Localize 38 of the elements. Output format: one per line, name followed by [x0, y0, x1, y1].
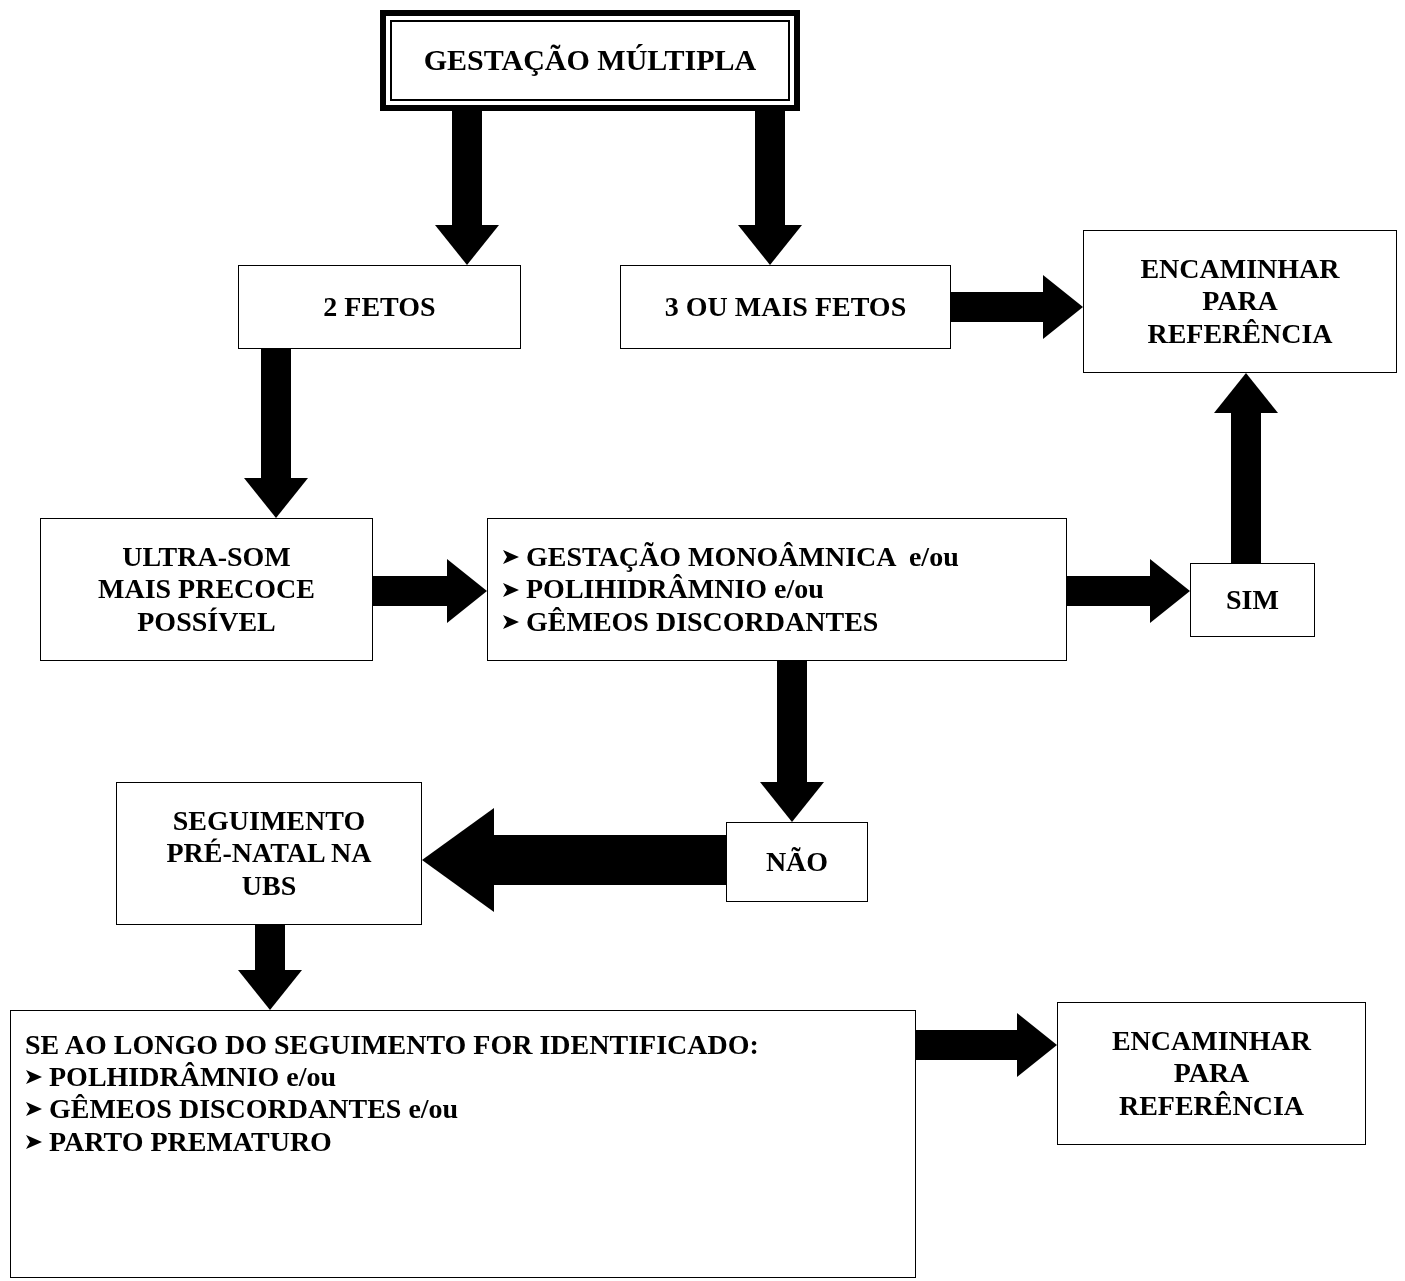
process-box — [487, 518, 1067, 661]
process-box — [1083, 230, 1397, 373]
process-box — [1190, 563, 1315, 637]
list-item-text: POLIHIDRÂMNIO e/ou — [526, 573, 824, 606]
process-box — [238, 265, 521, 349]
box-text: SIM — [1226, 583, 1279, 617]
box-text: NÃO — [765, 845, 829, 879]
block-arrow — [916, 1013, 1057, 1077]
block-arrow — [1214, 373, 1278, 563]
block-arrow — [238, 925, 302, 1010]
box-text: 3 OU MAIS FETOS — [664, 290, 907, 324]
list-item-text: POLHIDRÂMNIO e/ou — [49, 1061, 336, 1094]
block-arrow — [951, 275, 1083, 339]
process-box — [40, 518, 373, 661]
block-arrow — [738, 111, 802, 265]
list-item-text: GÊMEOS DISCORDANTES — [526, 605, 879, 638]
block-arrow — [373, 559, 487, 623]
block-arrow — [760, 661, 824, 822]
list-item-text: GESTAÇÃO MONOÂMNICA e/ou — [526, 541, 959, 574]
box-text: ENCAMINHAR PARA REFERÊNCIA — [1139, 253, 1341, 350]
list-item-text: GÊMEOS DISCORDANTES e/ou — [49, 1093, 459, 1126]
block-arrow — [244, 349, 308, 518]
process-box — [1057, 1002, 1366, 1145]
box-text: 2 FETOS — [323, 290, 436, 324]
box-text: ULTRA-SOM MAIS PRECOCE POSSÍVEL — [97, 541, 316, 638]
box-text: SEGUIMENTO PRÉ-NATAL NA UBS — [165, 805, 373, 902]
list-item-text: PARTO PREMATURO — [49, 1125, 332, 1158]
process-box — [620, 265, 951, 349]
block-arrow — [422, 808, 726, 912]
process-box — [116, 782, 422, 925]
process-box — [726, 822, 868, 902]
title-box — [380, 10, 800, 111]
box-text: SE AO LONGO DO SEGUIMENTO FOR IDENTIFICADO: — [25, 1029, 759, 1062]
block-arrow — [1067, 559, 1190, 623]
box-text: ENCAMINHAR PARA REFERÊNCIA — [1110, 1025, 1313, 1122]
box-text: GESTAÇÃO MÚLTIPLA — [423, 43, 757, 78]
process-box — [10, 1010, 916, 1278]
block-arrow — [435, 111, 499, 265]
